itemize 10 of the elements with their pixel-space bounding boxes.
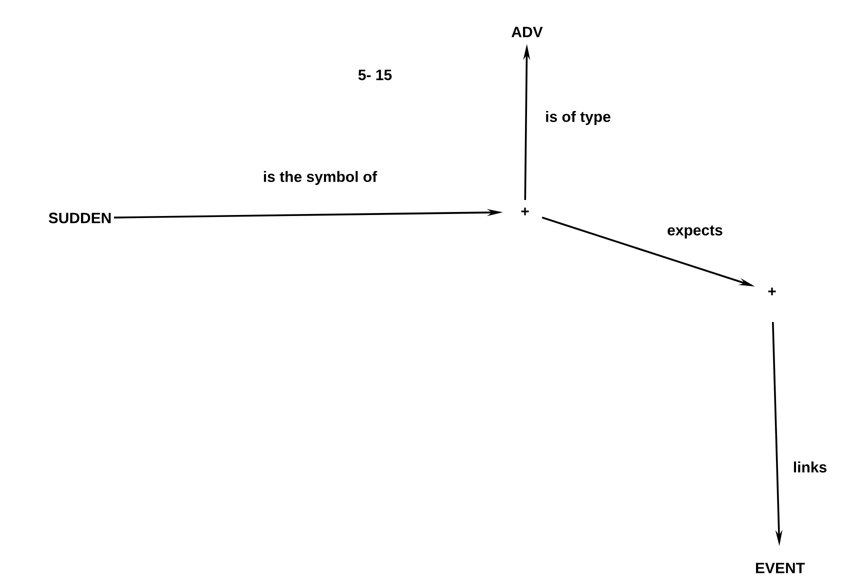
node-label: SUDDEN: [48, 212, 111, 224]
page-number: 5- 15: [358, 70, 392, 80]
edge-label: expects: [668, 226, 722, 238]
node-label: +: [521, 208, 529, 216]
edge-label: is the symbol of: [264, 171, 378, 185]
node-label: +: [768, 288, 776, 296]
edge-label: is of type: [546, 111, 610, 125]
edge-label: links: [794, 462, 826, 472]
node-label: EVENT: [756, 562, 805, 574]
node-label: ADV: [512, 26, 543, 38]
